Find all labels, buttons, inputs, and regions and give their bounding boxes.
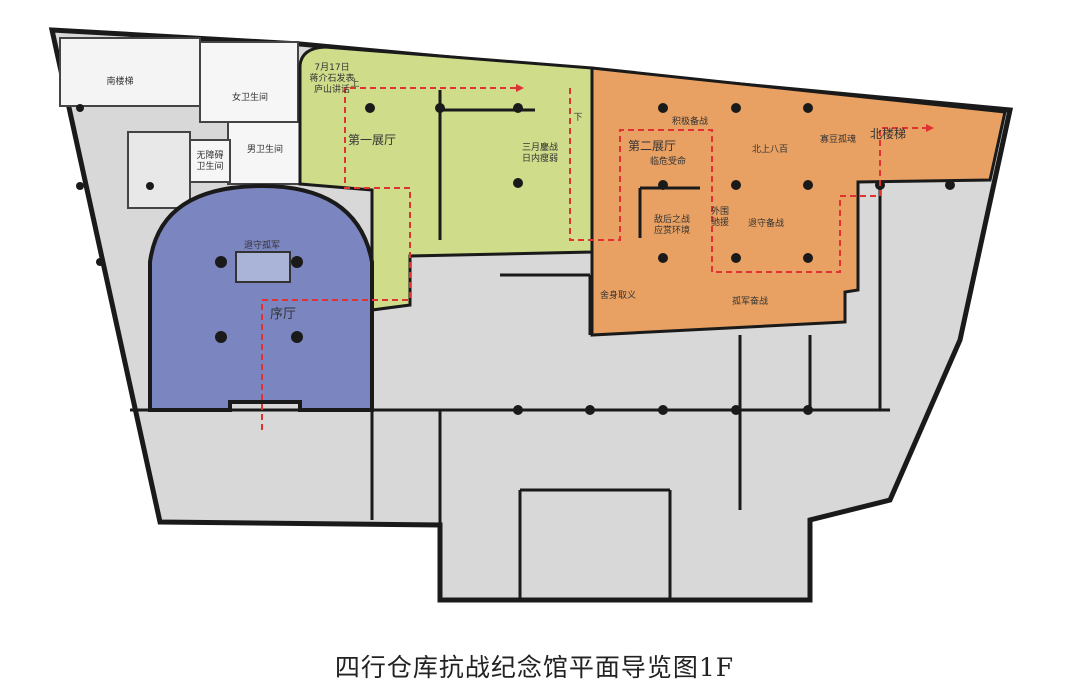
sacrifice-label: 舍身取义 [600,289,636,301]
floor-plan: 序厅 第一展厅 第二展厅 南楼梯 女卫生间 男卫生间 无障碍卫生间 7月17日蒋… [48,27,1014,603]
preface-hall-label: 序厅 [270,307,296,322]
map-caption: 四行仓库抗战纪念馆平面导览图1F [334,653,735,682]
floor-plan-svg: 序厅 第一展厅 第二展厅 南楼梯 女卫生间 男卫生间 无障碍卫生间 7月17日蒋… [48,27,1014,603]
female-wc-label: 女卫生间 [232,91,268,103]
hall-2-label: 第二展厅 [628,139,676,153]
visit-route [261,84,934,430]
male-wc-label: 男卫生间 [247,143,283,155]
columns [76,103,955,415]
south-stair-label: 南楼梯 [106,75,133,87]
exhibit-case [235,251,291,283]
interior-walls [130,90,890,600]
hall-2-zone [590,66,1007,337]
ode-label: 退守孤军 [244,239,280,251]
north-loyal-label: 北上八百 [752,144,788,155]
up-label: 上 [350,78,359,89]
service-rooms [59,37,301,209]
farewell-label: 敌后之战应赏环境 [654,213,690,236]
battle-label: 三月鏖战日内瘦弱 [522,141,558,164]
relief-label: 退守备战 [748,217,784,229]
accessible-wc-label: 无障碍卫生间 [196,149,223,172]
ending-label: 寡豆孤魂 [820,133,856,145]
north-stair-label: 北楼梯 [870,126,906,141]
down-label: 下 [573,113,582,123]
lone-army-label: 孤军奋战 [732,295,768,307]
help-label: 外围驰援 [711,205,729,228]
preface-hall-zone [148,183,374,412]
date-note-label: 7月17日蒋介石发表庐山讲话 [309,62,354,95]
hall-1-label: 第一展厅 [348,133,396,147]
preparation-label: 积极备战 [672,115,708,127]
endure-label: 临危受命 [650,155,686,167]
room-labels: 南楼梯 女卫生间 男卫生间 无障碍卫生间 7月17日蒋介石发表庐山讲话 三月鏖战… [106,62,856,307]
